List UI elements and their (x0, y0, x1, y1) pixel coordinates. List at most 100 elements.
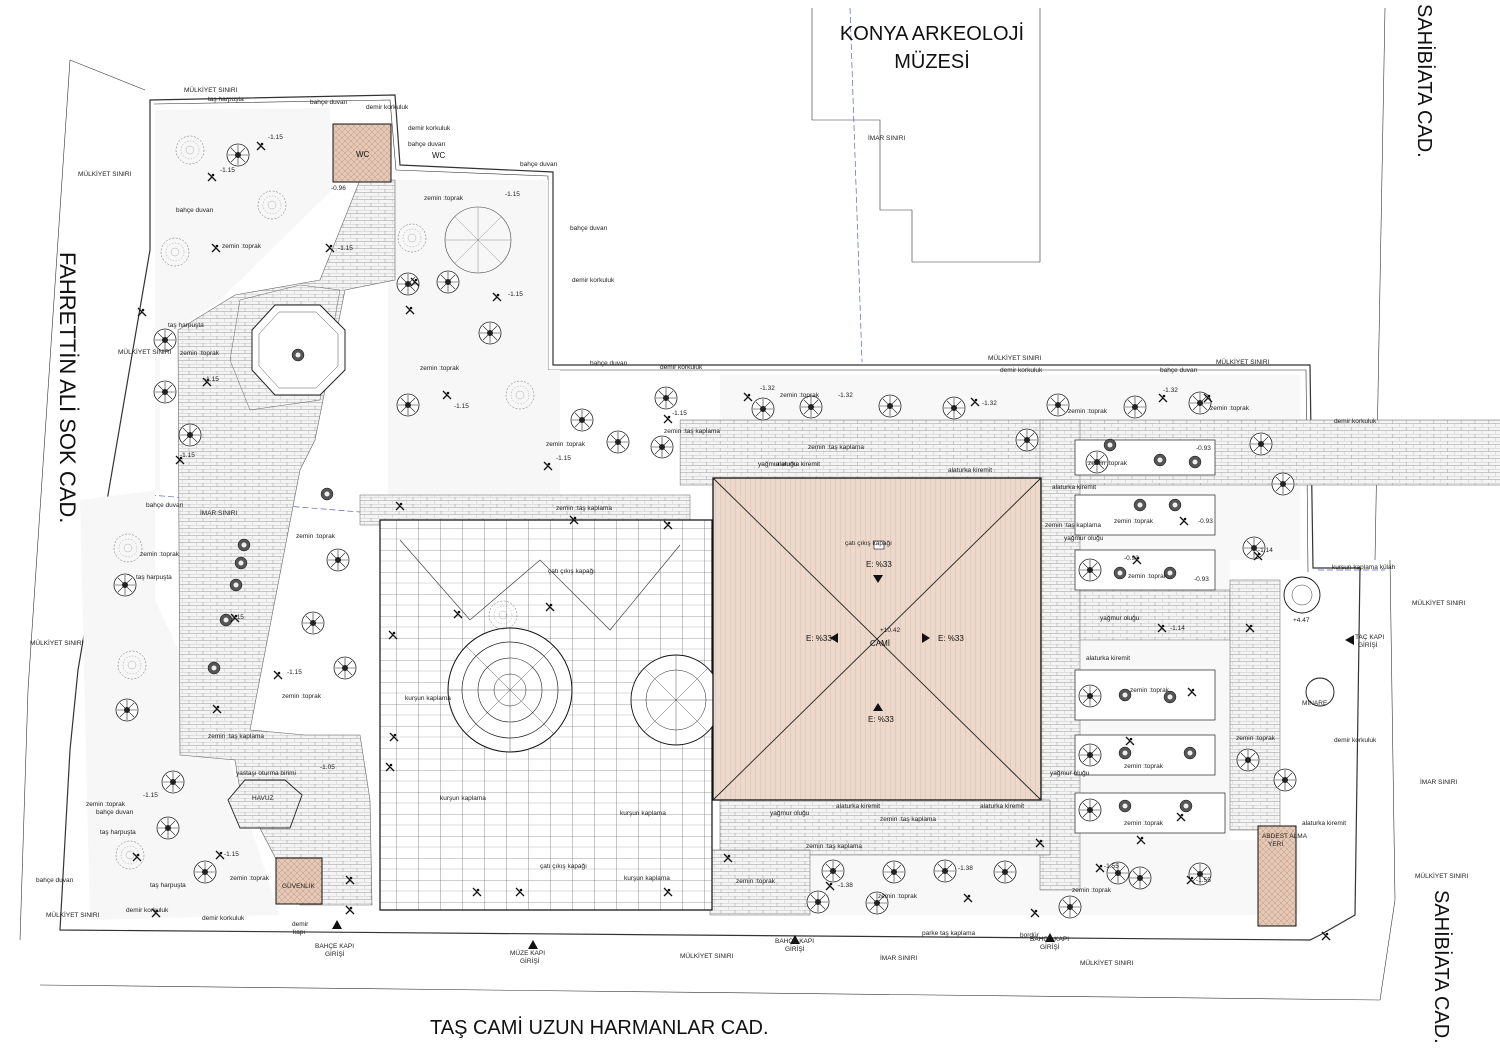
level-4: -1.15 (505, 191, 520, 198)
toprak-5: zemin :toprak (546, 441, 586, 448)
yagmur-2: yağmur oluğu (1064, 535, 1104, 542)
bahce-duvari-n3: bahçe duvarı (590, 360, 628, 367)
level-13: -1.15 (224, 851, 239, 858)
demir-korkuluk-n: demir korkuluk (366, 104, 409, 111)
kursun-label-4: kurşun kaplama (624, 875, 670, 882)
entrance-muze-1: MÜZE KAPI (510, 949, 545, 957)
entrance-tac-1: TAÇ KAPI (1355, 634, 1384, 641)
toprak-2: zemin :toprak (180, 350, 220, 357)
toprak-16: zemin :toprak (1128, 573, 1168, 580)
mosque-elevation: +10.42 (880, 627, 900, 634)
abdest-name-2: YERİ (1268, 839, 1283, 848)
level-22: -0.93 (1124, 555, 1139, 562)
mulkiyet-sw: MÜLKİYET SINIRI (46, 910, 100, 919)
level-25: -1.14 (1170, 625, 1185, 632)
tile-5: alaturka kiremit (836, 803, 880, 810)
demir-korkuluk-n3: demir korkuluk (660, 364, 703, 371)
level-20: -0.93 (1196, 445, 1211, 452)
demir-kapi-1b: kapı (293, 929, 305, 936)
boundary-labels: MÜLKİYET SINIRI taş harpuşta bahçe duvar… (30, 85, 1469, 967)
pool: HAVUZ yastaşı oturma birimi (227, 770, 303, 829)
street-east-top: SAHİBİATA CAD. (1413, 4, 1436, 158)
tas-4: zemin :taş kaplama (808, 444, 864, 451)
entrance-bahce-mid-2: GİRİŞİ (785, 944, 805, 953)
toprak-20: zemin :toprak (1236, 735, 1276, 742)
yagmur-1: yağmur oluğu (758, 461, 798, 468)
abdest-name-1: ABDEST ALMA (1262, 833, 1308, 840)
level-27: -1.38 (838, 882, 853, 889)
hatch-label-museum-2: çatı çıkış kapağı (540, 863, 587, 870)
bahce-duvari-w3: bahçe duvarı (96, 809, 134, 816)
demir-korkuluk-e: demir korkuluk (1334, 418, 1377, 425)
seating-label: yastaşı oturma birimi (236, 770, 296, 777)
mulkiyet-w2: MÜLKİYET SINIRI (118, 347, 172, 356)
level-29: -1.55 (1196, 877, 1211, 884)
tile-2: alaturka kiremit (948, 467, 992, 474)
tile-4: alaturka kiremit (1086, 655, 1130, 662)
parke-label: parke taş kaplama (922, 930, 975, 937)
mulkiyet-w3: MÜLKİYET SINIRI (30, 638, 84, 647)
tile-3: alaturka kiremit (1052, 484, 1096, 491)
tas-5: zemin :taş kaplama (1045, 522, 1101, 529)
toprak-17: zemin :toprak (1130, 687, 1170, 694)
street-east-bottom: SAHİBİATA CAD. (1430, 890, 1453, 1044)
toprak-4: zemin :toprak (420, 365, 460, 372)
toprak-6: zemin :toprak (296, 533, 336, 540)
tas-1: zemin :taş kaplama (208, 733, 264, 740)
toprak-18: zemin :toprak (1124, 763, 1164, 770)
imar-label-museum: İMAR SINIRI (868, 133, 905, 142)
bahce-duvari-n2: bahçe duvarı (520, 161, 558, 168)
level-7: -1.15 (556, 455, 571, 462)
level-30: -1.05 (320, 764, 335, 771)
mulkiyet-n2: MÜLKİYET SINIRI (1216, 357, 1270, 366)
yagmur-3: yağmur oluğu (1100, 615, 1140, 622)
mulkiyet-e2: MÜLKİYET SINIRI (1415, 871, 1469, 880)
museum-area: KONYA ARKEOLOJİ MÜZESİ İMAR SINIRI (811, 7, 1041, 363)
museum-name-line1: KONYA ARKEOLOJİ (840, 22, 1024, 45)
level-1: -1.15 (268, 134, 283, 141)
toprak-9: zemin :toprak (86, 801, 126, 808)
demir-korkuluk-sw: demir korkuluk (126, 907, 169, 914)
street-south: TAŞ CAMİ UZUN HARMANLAR CAD. (430, 1016, 769, 1039)
pool-name: HAVUZ (252, 795, 274, 802)
mulkiyet-nw: MÜLKİYET SINIRI (184, 85, 238, 94)
toprak-1: zemin :toprak (222, 243, 262, 250)
imar-e: İMAR SINIRI (1420, 777, 1457, 786)
entrance-bahce-west-2: GİRİŞİ (325, 949, 345, 958)
level-28: -1.55 (1104, 863, 1119, 870)
imar-w: İMAR SINIRI (200, 508, 237, 517)
wc-outside-label: WC (432, 151, 446, 160)
entrance-bahce-mid-1: BAHÇE KAPI (775, 938, 814, 945)
demir-korkuluk-wc: demir korkuluk (408, 125, 451, 132)
tile-7: alaturka kiremit (1302, 820, 1346, 827)
level-19: -1.32 (1163, 387, 1178, 394)
entrances: BAHÇE KAPI GİRİŞİ MÜZE KAPI GİRİŞİ BAHÇE… (315, 634, 1384, 965)
street-west: FAHRETTİN ALİ SOK CAD. (55, 252, 80, 523)
slope-south: E: %33 (868, 715, 894, 724)
level-16: -1.32 (760, 385, 775, 392)
mosque-hatch-label: çatı çıkış kapağı (845, 540, 892, 547)
toprak-15: zemin :toprak (1114, 518, 1154, 525)
level-23: -0.93 (1194, 576, 1209, 583)
toprak-23: zemin :toprak (1072, 887, 1112, 894)
level-17: -1.32 (838, 392, 853, 399)
tas-2: zemin :taş kaplama (556, 505, 612, 512)
wc-building: WC WC (332, 123, 446, 183)
yagmur-4: yağmur oluğu (1050, 770, 1090, 777)
guvenlik-building: GÜVENLİK (275, 857, 323, 905)
museum-building: kurşun kaplama kurşun kaplama kurşun kap… (379, 519, 722, 911)
tile-1: alaturka kiremit (776, 461, 820, 468)
slope-north: E: %33 (866, 560, 892, 569)
harpusta-w1: taş harpuşta (168, 322, 204, 329)
mosque-building: çatı çıkış kapağı CAMİ +10.42 E: %33 E: … (712, 477, 1042, 801)
property-boundary (59, 94, 1385, 941)
demir-korkuluk-e1: demir korkuluk (572, 277, 615, 284)
mulkiyet-w1: MÜLKİYET SINIRI (78, 169, 132, 178)
demir-korkuluk-e2: demir korkuluk (1334, 737, 1377, 744)
level-6: -1.15 (454, 403, 469, 410)
guvenlik-name: GÜVENLİK (282, 881, 316, 890)
toprak-22: zemin :toprak (878, 893, 918, 900)
minaret: MİNARE +4.47 kurşun kaplama külah (1283, 564, 1396, 707)
demir-korkuluk-s1: demir korkuluk (202, 915, 245, 922)
